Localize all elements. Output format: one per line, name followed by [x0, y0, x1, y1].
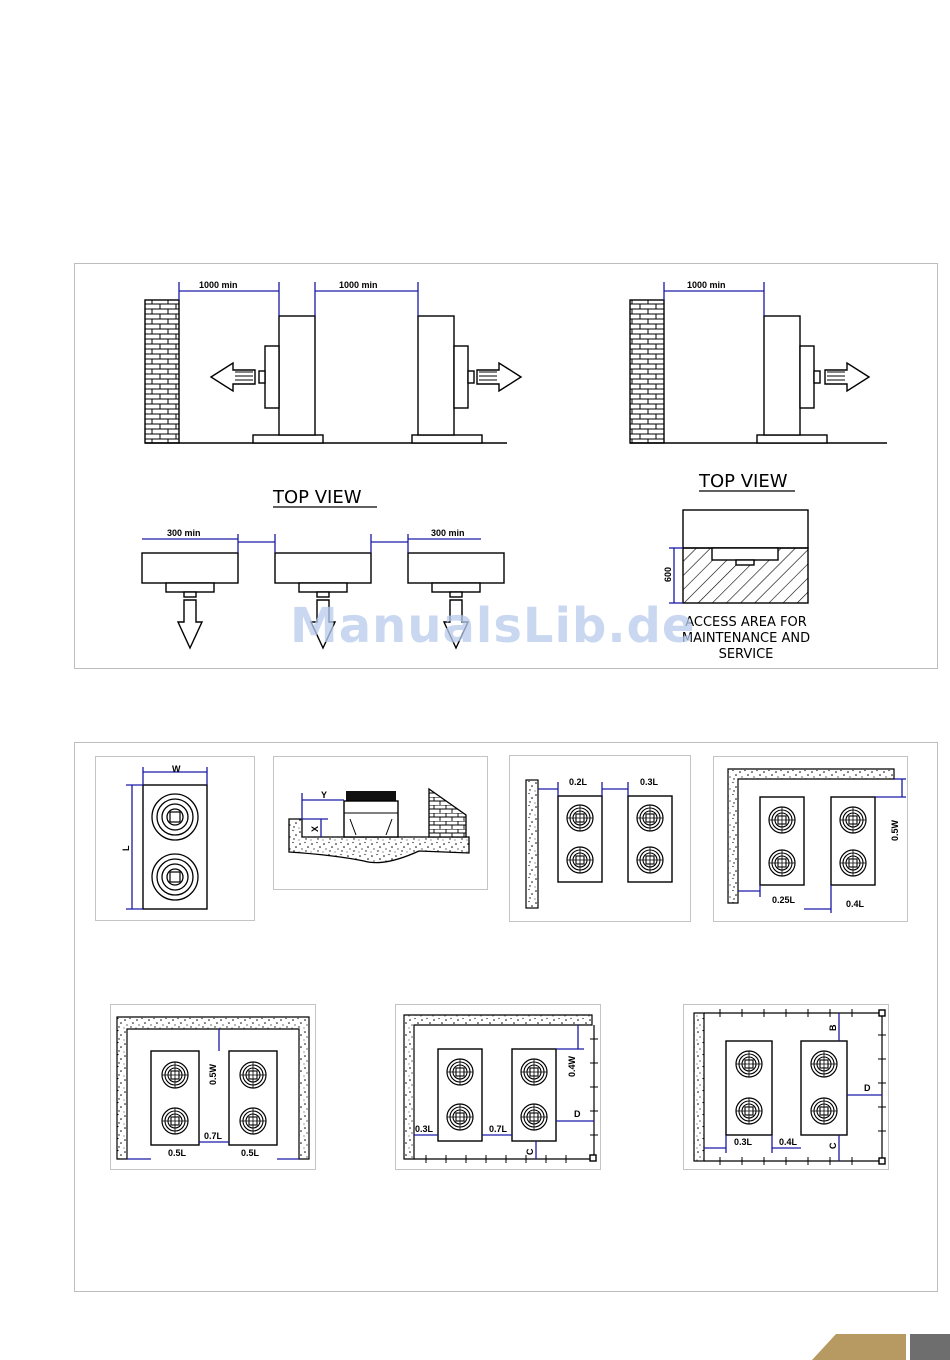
top-view-right-title: TOP VIEW	[698, 471, 788, 492]
fenced-dim-a: 0.3L	[734, 1137, 753, 1147]
one-wall-dim-a: 0.2L	[569, 777, 588, 787]
two-walls-dim-c: 0.5W	[890, 819, 900, 841]
access-area-line1: ACCESS AREA FOR	[685, 615, 807, 630]
partial-fence-dim-b: 0.7L	[489, 1124, 508, 1134]
condenser-unit-3	[757, 316, 827, 443]
top-view-unit-1	[142, 553, 238, 648]
dimension-1000-left: 1000 min	[179, 280, 279, 316]
two-walls-layout-diagram: 0.25L 0.4L 0.5W	[713, 756, 908, 922]
enclosed-dim-a: 0.5L	[168, 1148, 187, 1158]
airflow-right-arrow-icon-2	[825, 363, 869, 391]
fenced-dim-c: B	[828, 1024, 838, 1031]
fenced-layout-diagram: 0.3L 0.4L B D C	[683, 1004, 889, 1170]
enclosed-dim-d: 0.5W	[208, 1063, 218, 1085]
partial-fence-dim-d: D	[574, 1109, 581, 1119]
dim-1000-right-label: 1000 min	[687, 280, 726, 290]
corner-gray-band	[910, 1334, 950, 1360]
elevation-y-label: Y	[321, 790, 327, 800]
unit-dimensions-diagram: W L	[95, 756, 255, 921]
enclosed-layout-diagram: 0.5L 0.7L 0.5L 0.5W	[110, 1004, 316, 1170]
fenced-dim-b: 0.4L	[779, 1137, 798, 1147]
brick-wall-left	[145, 300, 179, 443]
elevation-diagram: Y X	[273, 756, 488, 890]
enclosed-dim-c: 0.5L	[241, 1148, 260, 1158]
dim-1000-middle-label: 1000 min	[339, 280, 378, 290]
top-view-left-title: TOP VIEW	[272, 487, 362, 508]
access-area-line3: SERVICE	[719, 647, 774, 662]
access-area-line2: MAINTENANCE AND	[682, 631, 810, 646]
brick-wall-right	[630, 300, 664, 443]
elevation-x-label: X	[310, 826, 320, 832]
dimension-1000-middle: 1000 min	[315, 280, 418, 316]
partial-fence-dim-a: 0.3L	[415, 1124, 434, 1134]
dimension-1000-right: 1000 min	[664, 280, 764, 316]
partial-fence-layout-diagram: 0.3L 0.7L 0.4W D C	[395, 1004, 601, 1170]
unit-length-label: L	[121, 845, 131, 851]
dim-300-left-label: 300 min	[167, 528, 201, 538]
access-area-diagram: 600	[663, 510, 808, 603]
one-wall-dim-b: 0.3L	[640, 777, 659, 787]
page-corner-decoration	[790, 1334, 950, 1360]
watermark: ManualsLib.de	[290, 598, 695, 654]
dimension-300-right: 300 min	[371, 528, 481, 553]
partial-fence-dim-e: C	[525, 1148, 535, 1155]
unit-width-label: W	[172, 764, 181, 774]
enclosed-dim-b: 0.7L	[204, 1131, 223, 1141]
partial-fence-dim-c: 0.4W	[567, 1055, 577, 1077]
dim-300-right-label: 300 min	[431, 528, 465, 538]
airflow-left-arrow-icon	[211, 363, 255, 391]
condenser-unit-1	[253, 316, 323, 443]
fenced-dim-d: D	[864, 1083, 871, 1093]
dim-1000-left-label: 1000 min	[199, 280, 238, 290]
two-walls-dim-a: 0.25L	[772, 895, 796, 905]
corner-gold-band	[812, 1334, 906, 1360]
fenced-dim-e: C	[828, 1142, 838, 1149]
dim-600-label: 600	[663, 567, 673, 582]
two-walls-dim-b: 0.4L	[846, 899, 865, 909]
dimension-300-left: 300 min	[142, 528, 275, 553]
condenser-unit-2	[412, 316, 482, 443]
one-wall-layout-diagram: 0.2L 0.3L	[509, 755, 691, 922]
airflow-right-arrow-icon	[477, 363, 521, 391]
